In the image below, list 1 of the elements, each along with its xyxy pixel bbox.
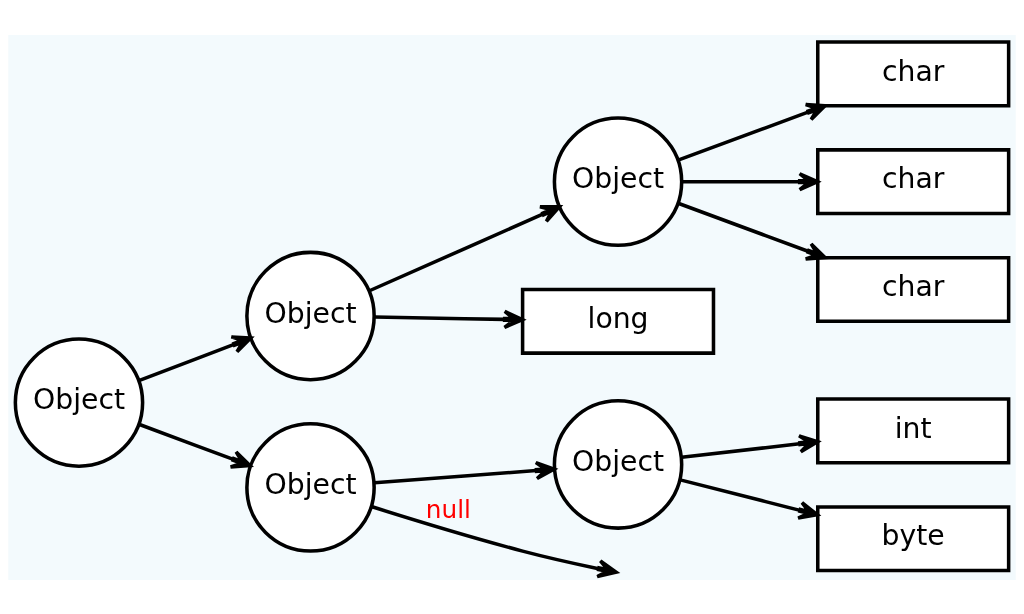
edge-label: null	[425, 494, 471, 524]
